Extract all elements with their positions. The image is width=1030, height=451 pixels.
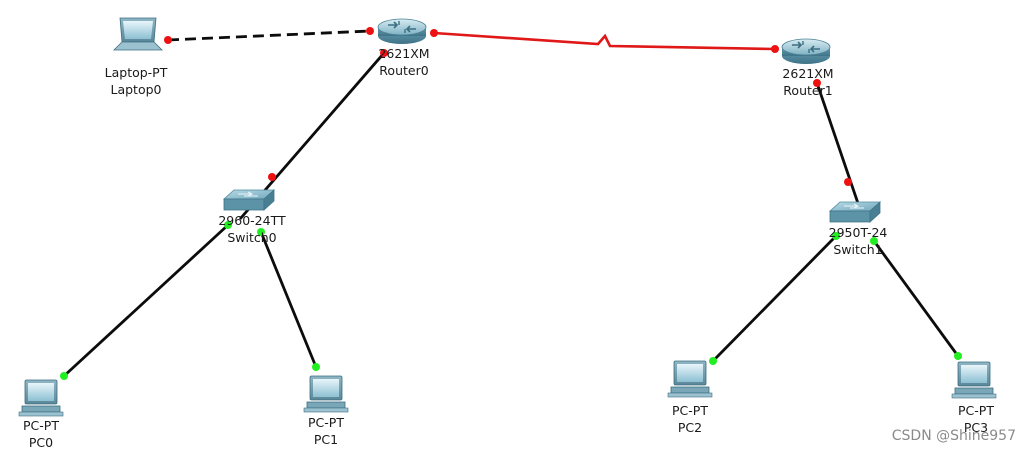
switch0-name-label: Switch0 — [227, 230, 277, 245]
laptop0-laptop-icon[interactable] — [113, 17, 163, 51]
watermark: CSDN @Shine957 — [891, 428, 1016, 444]
pc1-label: PC-PT PC1 — [308, 414, 344, 448]
port-light-router0-router1 — [430, 29, 438, 37]
port-light-router1-switch1 — [813, 79, 821, 87]
link-router0-router1[interactable] — [433, 31, 776, 51]
links-layer — [63, 29, 960, 378]
laptop0-model-label: Laptop-PT — [104, 65, 168, 80]
port-light-switch0-router0 — [268, 173, 276, 181]
pc0-name-label: PC0 — [28, 435, 54, 450]
link-switch1-pc3[interactable] — [872, 240, 960, 357]
port-light-pc2-switch1 — [709, 357, 717, 365]
port-light-pc1-switch0 — [312, 363, 320, 371]
router0-name-label: Router0 — [379, 63, 429, 78]
port-light-switch1-pc3 — [870, 237, 878, 245]
router1-router-icon[interactable] — [781, 38, 831, 65]
pc2-name-label: PC2 — [677, 420, 703, 435]
port-light-pc0-switch0 — [60, 372, 68, 380]
router0-label: 2621XM Router0 — [378, 45, 429, 79]
port-light-pc3-switch1 — [954, 352, 962, 360]
port-light-router0-laptop0 — [366, 27, 374, 35]
pc3-name-label: PC3 — [963, 420, 989, 435]
router1-model-label: 2621XM — [782, 66, 834, 81]
pc2-label: PC-PT PC2 — [672, 402, 708, 436]
link-switch0-pc0[interactable] — [63, 223, 229, 378]
switch1-name-label: Switch1 — [833, 242, 883, 257]
port-light-router1-router0 — [771, 45, 779, 53]
switch0-model-label: 2960-24TT — [218, 213, 286, 228]
switch1-model-label: 2950T-24 — [828, 225, 888, 240]
switch1-switch-icon[interactable] — [829, 201, 881, 223]
router1-label: 2621XM Router1 — [782, 65, 833, 99]
link-switch0-pc1[interactable] — [259, 231, 318, 368]
router0-router-icon[interactable] — [377, 18, 427, 45]
pc0-label: PC-PT PC0 — [23, 417, 59, 451]
port-light-router0-switch0 — [380, 49, 388, 57]
router1-name-label: Router1 — [783, 83, 833, 98]
port-light-switch1-router1 — [844, 178, 852, 186]
port-indicators-layer — [60, 27, 962, 380]
pc3-model-label: PC-PT — [958, 403, 994, 418]
port-light-switch0-pc0 — [224, 221, 232, 229]
pc2-model-label: PC-PT — [672, 403, 708, 418]
switch0-switch-icon[interactable] — [223, 189, 275, 211]
pc0-model-label: PC-PT — [23, 418, 59, 433]
pc0-pc-icon[interactable] — [18, 379, 64, 417]
switch0-label: 2960-24TT Switch0 — [218, 212, 285, 246]
port-light-switch1-pc2 — [832, 232, 840, 240]
link-router1-switch1[interactable] — [815, 82, 865, 219]
link-switch1-pc2[interactable] — [712, 235, 837, 362]
port-light-laptop0-router0 — [164, 36, 172, 44]
pc2-pc-icon[interactable] — [667, 360, 713, 398]
router0-model-label: 2621XM — [378, 46, 430, 61]
pc3-label: PC-PT PC3 — [958, 402, 994, 436]
pc3-pc-icon[interactable] — [951, 361, 997, 399]
pc1-pc-icon[interactable] — [303, 375, 349, 413]
pc1-name-label: PC1 — [313, 432, 339, 447]
laptop0-name-label: Laptop0 — [110, 82, 162, 97]
port-light-switch0-pc1 — [257, 228, 265, 236]
pc1-model-label: PC-PT — [308, 415, 344, 430]
laptop0-label: Laptop-PT Laptop0 — [105, 64, 168, 98]
link-laptop0-router0[interactable] — [167, 29, 371, 42]
